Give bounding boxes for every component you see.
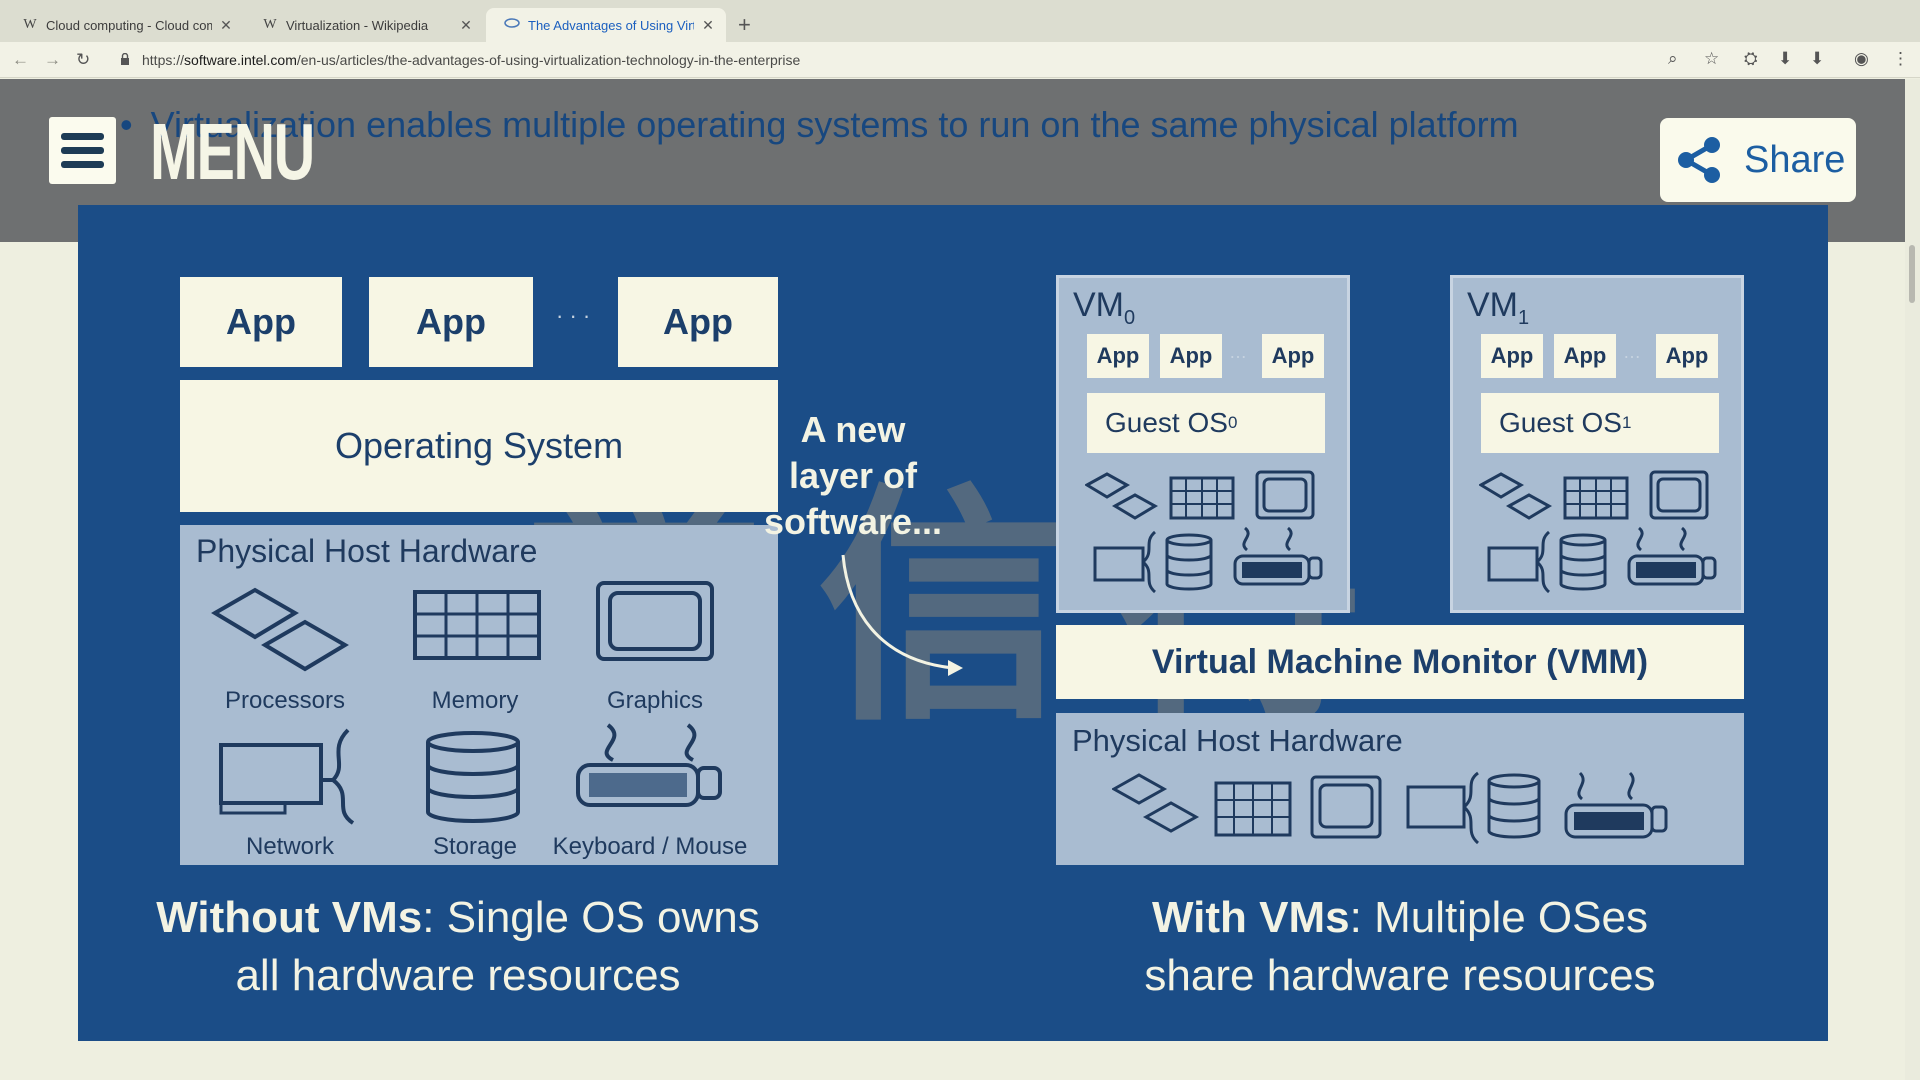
close-tab-icon[interactable]: ✕	[460, 16, 472, 33]
hamburger-icon	[61, 133, 104, 140]
tab-strip: W Cloud computing - Cloud com ✕ W Virtua…	[0, 0, 1920, 42]
hardware-icons-row	[1112, 771, 1668, 845]
intel-icon	[504, 17, 520, 33]
vm-app-box: App	[1087, 334, 1149, 378]
share-button[interactable]: Share	[1660, 118, 1856, 202]
storage-label: Storage	[432, 833, 518, 860]
app-box: App	[180, 277, 342, 367]
back-icon[interactable]: ←	[12, 50, 29, 69]
caption-text: : Multiple OSes	[1349, 893, 1648, 942]
hardware-title: Physical Host Hardware	[196, 533, 538, 569]
forward-icon[interactable]: →	[44, 50, 61, 69]
new-layer-line: layer of	[788, 455, 918, 496]
caption-bold: With VMs	[1152, 893, 1350, 942]
vm-hardware-icons	[1085, 470, 1323, 594]
keyboard-mouse-label: Keyboard / Mouse	[552, 833, 748, 860]
reload-icon[interactable]: ↻	[76, 50, 91, 69]
wikipedia-icon: W	[23, 17, 37, 32]
wikipedia-icon: W	[263, 17, 277, 32]
new-layer-line: A new	[800, 409, 906, 450]
network-label: Network	[245, 833, 335, 860]
physical-host-hardware-right: Physical Host Hardware	[1056, 713, 1744, 865]
vm-app-box: App	[1656, 334, 1718, 378]
app-box: App	[369, 277, 533, 367]
memory-icon	[413, 590, 541, 660]
vm-app-box: App	[1262, 334, 1324, 378]
tab-cloud-computing[interactable]: W Cloud computing - Cloud com ✕	[4, 8, 244, 42]
hamburger-icon	[61, 161, 104, 168]
url-scheme: https://	[142, 52, 185, 68]
account-icon[interactable]: ◉	[1854, 49, 1869, 68]
share-icon	[1678, 137, 1720, 183]
vm-app-box: App	[1160, 334, 1222, 378]
caption-with-vms: With VMs: Multiple OSes share hardware r…	[1048, 889, 1752, 1005]
url-host: software.intel.com	[184, 52, 297, 68]
tab-virtualization-wikipedia[interactable]: W Virtualization - Wikipedia ✕	[244, 8, 484, 42]
app-box: App	[618, 277, 778, 367]
scrollbar-thumb[interactable]	[1909, 245, 1915, 303]
caption-line: all hardware resources	[235, 951, 681, 1000]
menu-button[interactable]	[49, 117, 116, 184]
close-tab-icon[interactable]: ✕	[702, 16, 714, 33]
hardware-title: Physical Host Hardware	[1072, 723, 1403, 758]
vmm-box: Virtual Machine Monitor (VMM)	[1056, 625, 1744, 699]
caption-text: : Single OS owns	[422, 893, 760, 942]
share-label: Share	[1744, 138, 1846, 181]
new-layer-line: software...	[763, 501, 943, 542]
keyboard-mouse-icon	[576, 723, 722, 807]
url-field[interactable]: https://software.intel.com/en-us/article…	[142, 52, 800, 68]
ellipsis: …	[1623, 342, 1641, 362]
caption-bold: Without VMs	[156, 893, 423, 942]
operating-system-box: Operating System	[180, 380, 778, 512]
address-bar: ← → ↻ https://software.intel.com/en-us/a…	[0, 42, 1920, 78]
vm-app-box: App	[1554, 334, 1616, 378]
vm-1-title: VM1	[1467, 286, 1530, 329]
tab-title: The Advantages of Using Virtu	[528, 17, 694, 33]
hamburger-icon	[61, 147, 104, 154]
storage-icon	[426, 731, 520, 823]
header-bullet-text: Virtualization enables multiple operatin…	[120, 104, 1519, 146]
network-icon	[219, 728, 355, 825]
url-path: /en-us/articles/the-advantages-of-using-…	[296, 52, 801, 68]
new-layer-text: A new layer of software...	[758, 407, 948, 545]
tab-title: Virtualization - Wikipedia	[286, 17, 429, 33]
graphics-icon	[596, 581, 714, 661]
virtualization-diagram: 学 信 得 App App App Operating System Physi…	[78, 205, 1828, 1041]
more-icon[interactable]: ⋮	[1892, 49, 1909, 68]
physical-host-hardware-left: Physical Host Hardware Processors Memory…	[180, 525, 778, 865]
close-tab-icon[interactable]: ✕	[220, 16, 232, 33]
tab-title: Cloud computing - Cloud com	[46, 17, 212, 33]
new-tab-button[interactable]: +	[738, 12, 751, 37]
vm-app-box: App	[1481, 334, 1543, 378]
ellipsis: …	[1229, 342, 1247, 362]
menu-label[interactable]: MENU	[150, 107, 315, 196]
caption-without-vms: Without VMs: Single OS owns all hardware…	[118, 889, 798, 1005]
download-icon[interactable]: ⬇	[1778, 49, 1793, 68]
star-icon[interactable]: ☆	[1704, 49, 1720, 68]
zoom-icon[interactable]: ⌕	[1668, 49, 1678, 68]
graphics-label: Graphics	[606, 687, 704, 714]
caption-line: share hardware resources	[1144, 951, 1656, 1000]
extension-icon[interactable]: ⛭	[1744, 49, 1758, 68]
vm-0-title: VM0	[1073, 286, 1136, 329]
processor-icon	[211, 587, 349, 672]
vm-hardware-icons	[1479, 470, 1717, 594]
processors-label: Processors	[224, 687, 346, 714]
download-icon[interactable]: ⬇	[1810, 49, 1825, 68]
tab-advantages-virtualization[interactable]: The Advantages of Using Virtu ✕	[486, 8, 726, 42]
memory-label: Memory	[431, 687, 519, 714]
curved-arrow-icon	[841, 554, 963, 676]
ellipsis: · · ·	[556, 303, 591, 328]
page-scrollbar[interactable]	[1905, 79, 1920, 1080]
lock-icon	[121, 53, 129, 65]
